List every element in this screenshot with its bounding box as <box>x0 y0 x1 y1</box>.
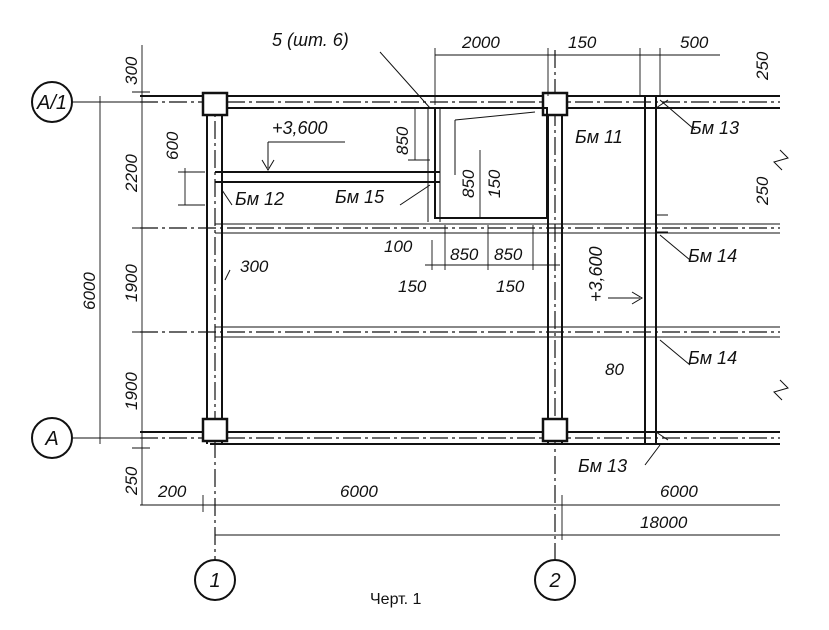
dim-200: 200 <box>157 482 187 501</box>
dim-2200: 2200 <box>122 154 141 193</box>
dim-150-c: 150 <box>485 169 504 198</box>
dim-850-b: 850 <box>459 169 478 198</box>
dim-500: 500 <box>680 33 709 52</box>
axis-bubble-a: А <box>31 417 92 459</box>
drawing-caption: Черт. 1 <box>370 591 422 608</box>
column-2-a1 <box>541 91 569 117</box>
label-bm13-top: Бм 13 <box>690 118 739 138</box>
leader-lines <box>221 51 696 466</box>
axis-bubble-a1: А/1 <box>31 81 92 123</box>
level-mark-right <box>608 291 643 305</box>
break-mark-top <box>773 149 789 171</box>
dim-600: 600 <box>163 131 182 160</box>
dim-250-right: 250 <box>753 176 772 206</box>
dim-850-a: 850 <box>393 126 412 155</box>
right-wall <box>644 96 669 444</box>
label-level-right: +3,600 <box>586 246 606 302</box>
label-bm11: Бм 11 <box>575 127 623 147</box>
axis-bubble-1: 1 <box>194 559 236 601</box>
beam-intermediate-2 <box>140 326 780 338</box>
column-line-axis-1 <box>206 92 223 560</box>
dim-300-top: 300 <box>122 56 141 85</box>
label-bm15: Бм 15 <box>335 187 385 207</box>
top-dims <box>434 48 720 105</box>
dim-6000-b: 6000 <box>660 482 698 501</box>
column-1-a1 <box>201 91 229 117</box>
column-2-a <box>541 417 569 443</box>
column-1-a <box>201 417 229 443</box>
slab-opening <box>427 107 548 222</box>
beam-axis-a1 <box>140 95 780 109</box>
axis-bubble-2: 2 <box>534 559 576 601</box>
dim-300-mid: 300 <box>240 257 269 276</box>
label-bm14-b: Бм 14 <box>688 348 737 368</box>
dim-1900-b: 1900 <box>122 372 141 410</box>
dim-18000: 18000 <box>640 513 688 532</box>
break-mark-bottom <box>773 379 789 401</box>
inner-dims <box>408 107 560 270</box>
axis-label-a: А <box>44 428 58 450</box>
beam-axis-a <box>140 431 780 445</box>
dim-250-bottom: 250 <box>122 466 141 496</box>
level-mark-left <box>261 141 345 171</box>
dim-2000: 2000 <box>461 33 500 52</box>
dim-1900-a: 1900 <box>122 264 141 302</box>
axis-label-2: 2 <box>548 570 560 592</box>
dim-150-top: 150 <box>568 33 597 52</box>
axis-label-1: 1 <box>209 570 220 592</box>
label-bm14-a: Бм 14 <box>688 246 737 266</box>
beam-intermediate-1 <box>140 171 780 234</box>
column-line-axis-2 <box>547 50 563 560</box>
label-bm13-bottom: Бм 13 <box>578 456 627 476</box>
dim-150-m: 150 <box>496 277 525 296</box>
dim-850-d: 850 <box>494 245 523 264</box>
label-note-top: 5 (шт. 6) <box>272 30 349 50</box>
dim-850-c: 850 <box>450 245 479 264</box>
left-vertical-dims <box>90 45 205 505</box>
axis-label-a1: А/1 <box>36 92 67 114</box>
label-level-left: +3,600 <box>272 118 328 138</box>
dim-250-top-right: 250 <box>753 51 772 81</box>
dim-150-l: 150 <box>398 277 427 296</box>
dim-80: 80 <box>605 360 624 379</box>
dim-6000-a: 6000 <box>340 482 378 501</box>
dim-100: 100 <box>384 237 413 256</box>
bottom-dims <box>140 495 780 540</box>
dim-6000-vertical: 6000 <box>80 272 99 310</box>
label-bm12: Бм 12 <box>235 189 284 209</box>
